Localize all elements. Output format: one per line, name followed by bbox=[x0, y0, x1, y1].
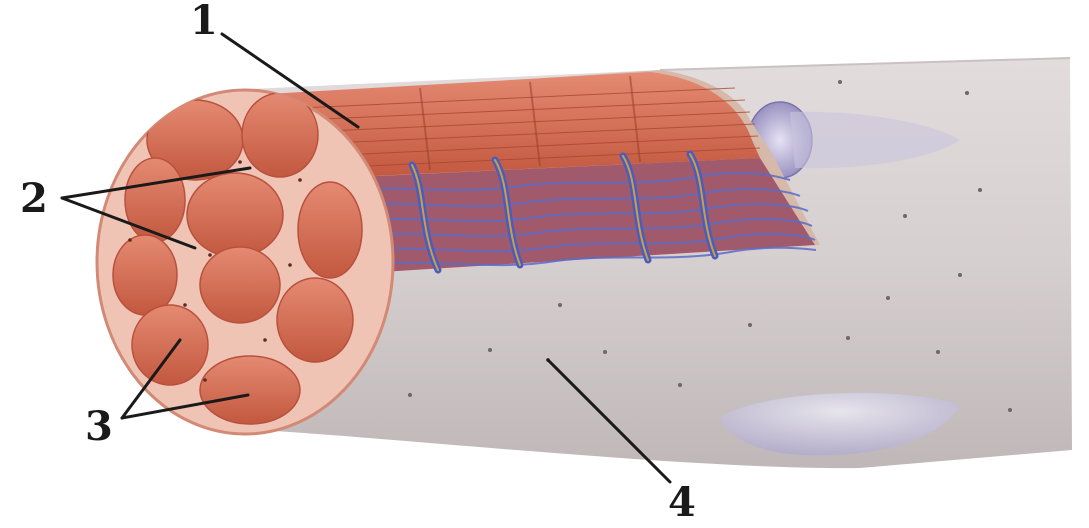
fiber-cross-section bbox=[97, 90, 393, 434]
callout-1: 1 bbox=[190, 0, 218, 44]
callout-4: 4 bbox=[668, 479, 696, 526]
callout-2: 2 bbox=[20, 175, 48, 222]
callout-3: 3 bbox=[85, 403, 113, 450]
